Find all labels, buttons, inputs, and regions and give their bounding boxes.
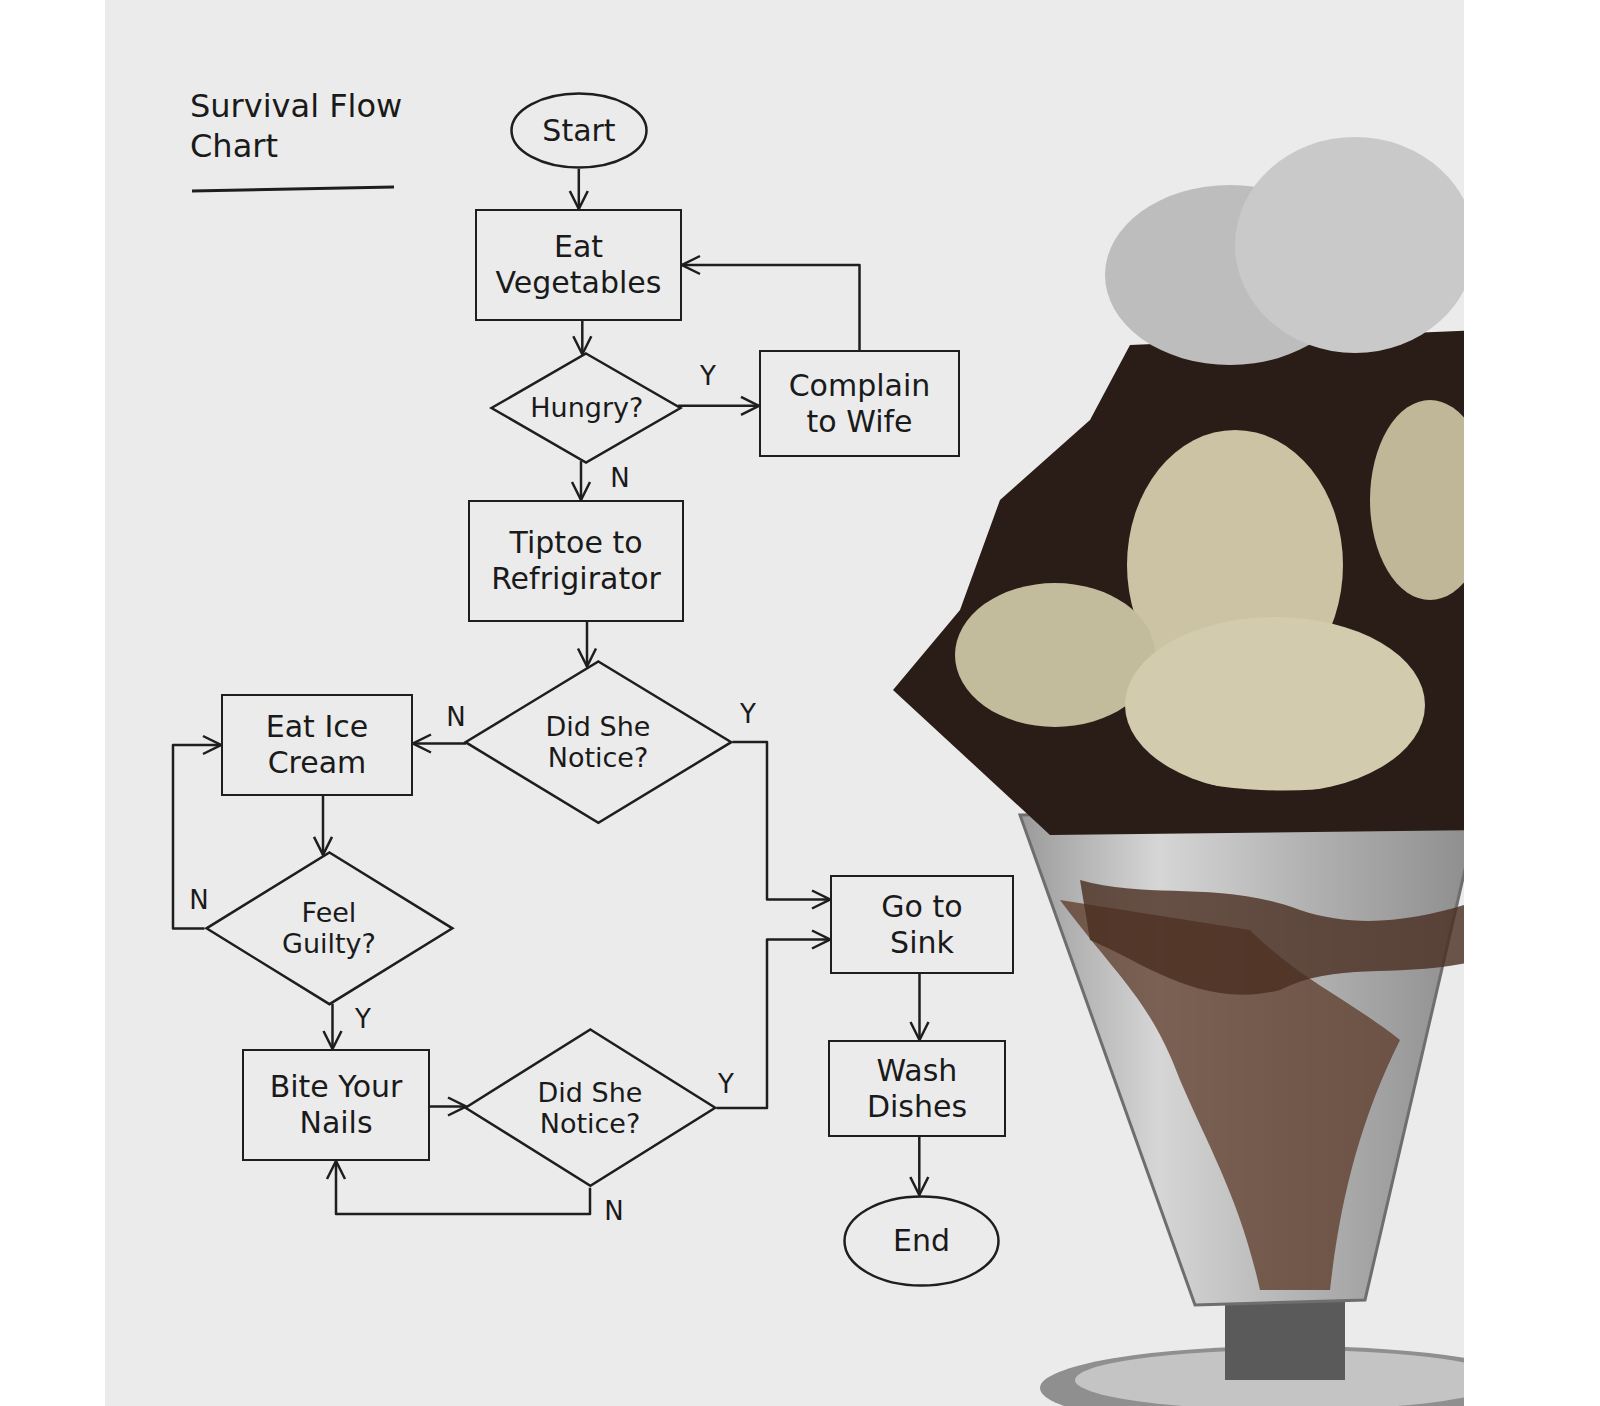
branch-label: Y bbox=[697, 361, 719, 392]
flow-connector bbox=[918, 1137, 921, 1195]
decision-diamond: Feel Guilty? bbox=[205, 851, 454, 1006]
flow-connector bbox=[580, 461, 583, 500]
whipped-cream bbox=[1235, 137, 1464, 353]
diamond-path bbox=[206, 853, 452, 1005]
text-stack: Eat Vegetables bbox=[490, 229, 667, 301]
text-stack: Wash Dishes bbox=[843, 1053, 991, 1125]
sauce-stripe bbox=[1120, 760, 1420, 797]
text-stack: Start bbox=[542, 113, 615, 149]
node-text: Did She Notice? bbox=[528, 711, 668, 773]
text-stack: Tiptoe to Refrigirator bbox=[483, 525, 669, 597]
text-stack: Eat Ice Cream bbox=[236, 709, 398, 781]
text-stack: Go to Sink bbox=[845, 889, 999, 961]
flow-connector bbox=[430, 1105, 466, 1108]
process-box: Eat Vegetables bbox=[475, 209, 682, 321]
flow-connector bbox=[578, 169, 581, 209]
chocolate-sauce bbox=[893, 330, 1464, 835]
process-box: Complain to Wife bbox=[759, 350, 960, 457]
flow-connector bbox=[581, 321, 584, 354]
node-text: Wash Dishes bbox=[843, 1053, 991, 1125]
diamond-path bbox=[465, 661, 731, 822]
sundae-photo bbox=[893, 137, 1464, 1406]
text-stack: Feel Guilty? bbox=[267, 897, 391, 959]
flow-connector bbox=[918, 974, 921, 1040]
flow-connector bbox=[331, 1004, 334, 1049]
vanilla-scoop bbox=[955, 583, 1155, 727]
process-box: Eat Ice Cream bbox=[221, 694, 413, 796]
branch-label: N bbox=[186, 885, 211, 916]
node-text: Feel Guilty? bbox=[267, 897, 391, 959]
terminal-ellipse: End bbox=[843, 1195, 1000, 1287]
branch-label: Y bbox=[737, 699, 759, 730]
text-stack: End bbox=[893, 1223, 950, 1259]
terminal-ellipse: Start bbox=[510, 92, 648, 169]
vanilla-scoop bbox=[1125, 617, 1425, 793]
flow-connector bbox=[682, 265, 860, 350]
chart-title: Survival Flow Chart bbox=[190, 86, 410, 166]
node-text: Eat Vegetables bbox=[490, 229, 667, 301]
text-stack: Bite Your Nails bbox=[257, 1069, 415, 1141]
title-underline bbox=[192, 187, 394, 191]
branch-label: Y bbox=[352, 1004, 374, 1035]
flow-connector bbox=[322, 796, 325, 855]
process-box: Go to Sink bbox=[830, 875, 1014, 974]
node-text: Eat Ice Cream bbox=[236, 709, 398, 781]
branch-label: N bbox=[601, 1196, 626, 1227]
text-stack: Did She Notice? bbox=[528, 711, 668, 773]
decision-diamond: Hungry? bbox=[490, 352, 682, 464]
glass-bowl bbox=[1020, 805, 1464, 1305]
flow-connector bbox=[336, 1161, 590, 1214]
text-stack: Complain to Wife bbox=[774, 368, 945, 440]
node-text: Hungry? bbox=[530, 392, 641, 423]
node-text: Go to Sink bbox=[845, 889, 999, 961]
diamond-path bbox=[492, 354, 681, 463]
vanilla-scoop bbox=[1370, 400, 1464, 600]
branch-label: Y bbox=[715, 1069, 737, 1100]
chocolate-band bbox=[1080, 880, 1464, 995]
node-text: Did She Notice? bbox=[526, 1077, 655, 1139]
flow-connector bbox=[413, 742, 466, 745]
decision-diamond: Did She Notice? bbox=[464, 660, 733, 824]
process-box: Tiptoe to Refrigirator bbox=[468, 500, 684, 622]
decision-diamond: Did She Notice? bbox=[464, 1028, 717, 1187]
branch-label: N bbox=[443, 702, 468, 733]
flow-connector bbox=[732, 742, 830, 900]
text-stack: Did She Notice? bbox=[526, 1077, 655, 1139]
text-stack: Hungry? bbox=[530, 392, 641, 423]
ellipse-path bbox=[512, 94, 647, 168]
node-text: Tiptoe to Refrigirator bbox=[483, 525, 669, 597]
process-box: Bite Your Nails bbox=[242, 1049, 430, 1161]
node-text: Complain to Wife bbox=[774, 368, 945, 440]
flow-connector bbox=[173, 745, 221, 929]
node-text: Bite Your Nails bbox=[257, 1069, 415, 1141]
ellipse-path bbox=[845, 1197, 999, 1286]
diamond-path bbox=[465, 1030, 715, 1186]
branch-label: N bbox=[607, 463, 632, 494]
flow-connector bbox=[678, 405, 759, 408]
node-text: End bbox=[893, 1223, 950, 1259]
node-text: Start bbox=[542, 113, 615, 149]
process-box: Wash Dishes bbox=[828, 1040, 1006, 1137]
flow-connector bbox=[586, 622, 589, 667]
